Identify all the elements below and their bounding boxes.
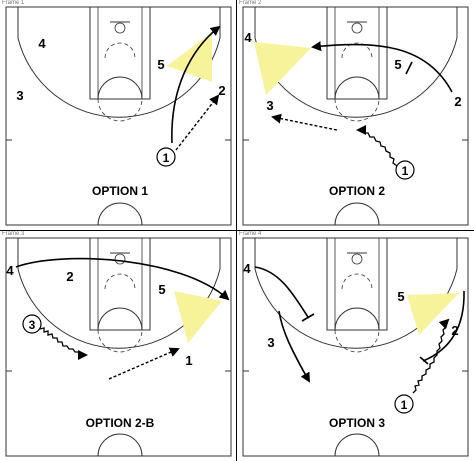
frame-title: Frame 2 <box>239 0 262 6</box>
option-caption: OPTION 2-B <box>86 416 155 430</box>
horizontal-divider <box>0 230 474 231</box>
player-2: 2 <box>66 269 73 284</box>
cut-arrow <box>311 41 453 93</box>
player-1: 1 <box>401 398 408 412</box>
center-circle <box>97 433 143 457</box>
player-1: 1 <box>185 353 192 368</box>
player-5: 5 <box>157 57 164 72</box>
frame-title: Frame 4 <box>239 231 262 237</box>
pass-arrow <box>271 113 338 131</box>
pass-arrow-1 <box>175 94 220 151</box>
inner-lane <box>334 237 380 331</box>
restricted-arc <box>104 273 136 290</box>
center-circle <box>334 202 380 226</box>
player-4: 4 <box>38 36 46 51</box>
basket <box>114 253 126 265</box>
basket <box>351 22 363 34</box>
player-3: 3 <box>266 98 273 113</box>
lane <box>89 6 151 100</box>
court-diagram: 4 2 5 3 1 OPTION 2-B <box>5 237 232 457</box>
frame-1: Frame 1 4 3 5 2 <box>0 0 236 230</box>
center-circle <box>97 202 143 226</box>
free-throw-circle-bottom <box>334 98 380 122</box>
frame-4: Frame 4 4 3 5 2 1 OPTION 3 <box>237 231 474 461</box>
free-throw-circle-bottom <box>97 98 143 122</box>
player-2: 2 <box>451 323 458 338</box>
frame-title: Frame 1 <box>2 0 25 6</box>
dribble-path <box>39 327 88 360</box>
court-diagram: 4 3 5 2 1 OPTION 3 <box>242 237 469 457</box>
player-4: 4 <box>243 261 251 276</box>
screen-mark-4 <box>301 313 315 322</box>
free-throw-circle-top <box>334 307 380 331</box>
cut-arrow-4 <box>254 266 309 318</box>
pass-arrow <box>108 347 180 380</box>
restricted-arc <box>104 42 136 59</box>
player-5: 5 <box>158 282 165 297</box>
cut-arrow-3 <box>278 310 310 383</box>
player-2: 2 <box>218 83 225 98</box>
center-circle <box>334 433 380 457</box>
lane <box>326 6 388 100</box>
player-1: 1 <box>163 151 170 165</box>
shot-zone <box>174 291 222 343</box>
basket <box>114 22 126 34</box>
basket <box>351 253 363 265</box>
player-3-circle <box>22 314 42 334</box>
player-1-circle <box>156 147 176 167</box>
free-throw-circle-bottom <box>97 329 143 353</box>
player-1-circle <box>394 394 414 414</box>
frame-title: Frame 3 <box>2 231 25 237</box>
player-5: 5 <box>397 289 404 304</box>
cut-arrow-2 <box>422 290 465 362</box>
inner-lane <box>334 6 380 100</box>
player-3: 3 <box>29 318 36 332</box>
player-4: 4 <box>244 30 252 45</box>
restricted-arc <box>341 42 373 59</box>
screen-mark <box>405 61 413 75</box>
court-diagram: 4 3 5 2 1 OPTION 1 <box>5 6 232 226</box>
inner-lane <box>97 6 143 100</box>
lane <box>326 237 388 331</box>
free-throw-circle-top <box>334 76 380 100</box>
cut-arrow <box>15 257 230 301</box>
free-throw-circle-top <box>97 76 143 100</box>
restricted-arc <box>341 273 373 290</box>
lane <box>89 237 151 331</box>
player-4: 4 <box>6 263 14 278</box>
frame-3: Frame 3 4 2 5 3 1 OPTION 2-B <box>0 231 236 461</box>
cut-arrow-1 <box>171 25 221 144</box>
dribble-path <box>356 125 398 167</box>
dribble-path <box>412 318 450 394</box>
inner-lane <box>97 237 143 331</box>
free-throw-circle-top <box>97 307 143 331</box>
shot-zone <box>254 42 311 95</box>
option-caption: OPTION 2 <box>329 184 385 198</box>
court-diagram: 4 5 3 2 1 OPTION 2 <box>242 6 469 226</box>
player-1: 1 <box>402 164 409 178</box>
player-2: 2 <box>454 94 461 109</box>
frame-2: Frame 2 4 5 3 2 1 OPTION 2 <box>237 0 474 230</box>
player-5: 5 <box>394 57 401 72</box>
player-1-circle <box>395 160 415 180</box>
option-caption: OPTION 1 <box>92 184 148 198</box>
player-3: 3 <box>267 335 274 350</box>
shot-zone <box>407 293 459 335</box>
option-caption: OPTION 3 <box>329 416 385 430</box>
free-throw-circle-bottom <box>334 329 380 353</box>
player-3: 3 <box>16 88 23 103</box>
